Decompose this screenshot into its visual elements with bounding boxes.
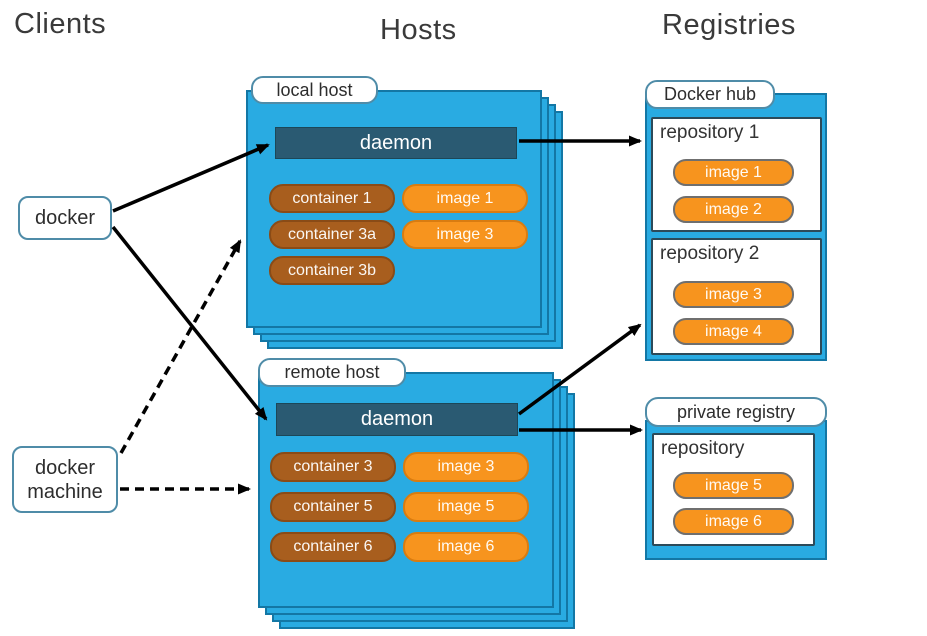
container-pill: container 3a [269,220,395,249]
repository-title: repository 2 [660,243,760,264]
image-pill: image 6 [403,532,529,562]
docker-client-box: docker [18,196,112,240]
arrow-docker-to-local-daemon [112,143,270,213]
registry-image-pill: image 1 [673,159,794,186]
image-pill: image 3 [403,452,529,482]
repository-box: repository 1 image 1 image 2 [651,117,822,232]
docker-client-label: docker [34,207,96,229]
local-host-label: local host [251,76,378,104]
registry-image-pill: image 6 [673,508,794,535]
container-pill: container 3 [270,452,396,482]
docker-hub-label: Docker hub [645,80,775,109]
image-pill: image 5 [403,492,529,522]
remote-host-label: remote host [258,358,406,387]
arrow-docker-to-remote-daemon [111,225,268,421]
registry-image-pill: image 2 [673,196,794,223]
private-registry-label: private registry [645,397,827,427]
repository-title: repository 1 [660,122,760,143]
container-pill: container 5 [270,492,396,522]
docker-machine-client-box: docker machine [12,446,118,513]
container-pill: container 6 [270,532,396,562]
image-pill: image 3 [402,220,528,249]
dashed-arrow-docker-machine-to-local-host [119,239,242,454]
registry-image-pill: image 4 [673,318,794,345]
image-pill: image 1 [402,184,528,213]
container-pill: container 3b [269,256,395,285]
local-daemon-bar: daemon [275,127,517,159]
column-header-registries: Registries [662,9,796,41]
column-header-clients: Clients [14,8,107,40]
remote-daemon-bar: daemon [276,403,518,436]
repository-box: repository 2 image 3 image 4 [651,238,822,355]
container-pill: container 1 [269,184,395,213]
column-header-hosts: Hosts [380,14,457,46]
repository-box: repository image 5 image 6 [652,433,815,546]
repository-title: repository [661,438,745,459]
registry-image-pill: image 5 [673,472,794,499]
docker-machine-client-label: docker machine [27,456,103,503]
registry-image-pill: image 3 [673,281,794,308]
